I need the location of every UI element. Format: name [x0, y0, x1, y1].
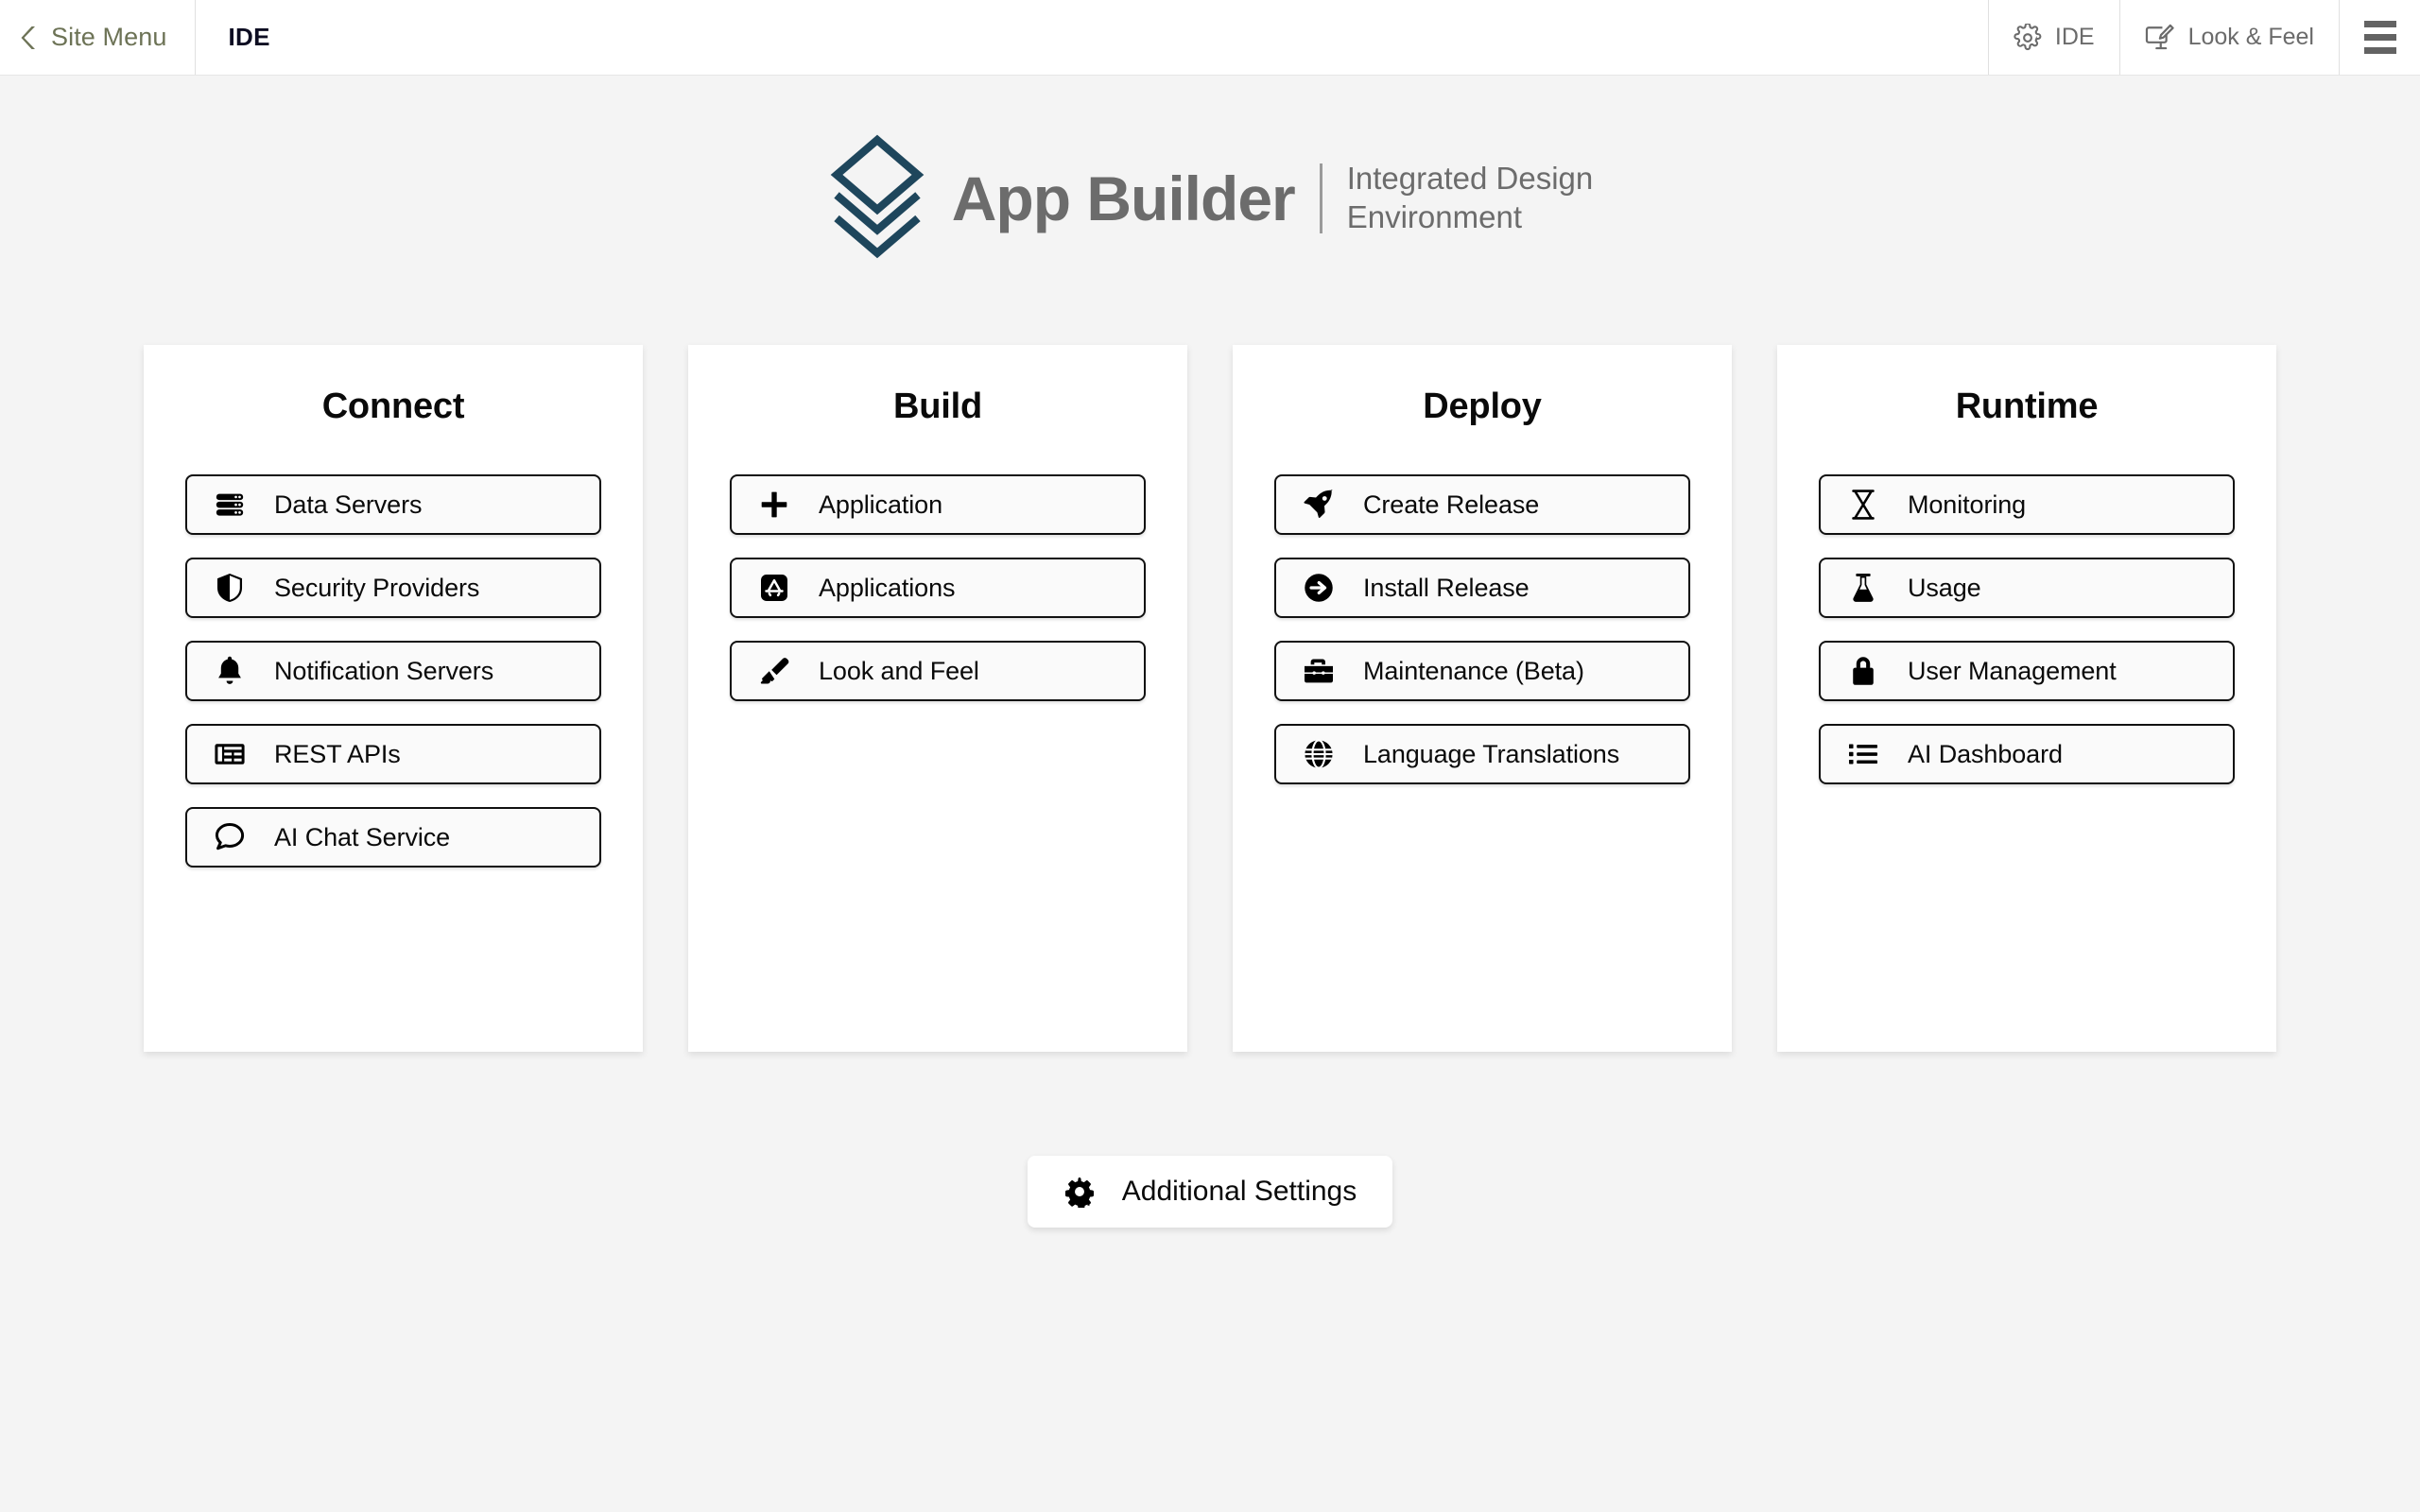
header-action-ide[interactable]: IDE [1987, 0, 2119, 75]
nav-button-ai-dashboard-label: AI Dashboard [1908, 739, 2063, 768]
toolbox-icon [1301, 653, 1337, 689]
nav-button-maintenance-beta-label: Maintenance (Beta) [1363, 656, 1584, 685]
card-build: Build Application [688, 345, 1187, 1052]
nav-button-usage[interactable]: Usage [1819, 558, 2235, 618]
card-runtime: Runtime Monitoring [1777, 345, 2276, 1052]
stacked-layers-logo [827, 134, 927, 262]
plus-icon [756, 487, 792, 523]
hamburger-menu-icon[interactable] [2339, 0, 2420, 75]
additional-settings-label: Additional Settings [1121, 1176, 1357, 1207]
nav-button-monitoring-label: Monitoring [1908, 490, 2027, 519]
brand-text: App Builder Integrated Design Environmen… [952, 160, 1594, 236]
arrow-right-circle-icon [1301, 570, 1337, 606]
nav-button-create-release-label: Create Release [1363, 490, 1540, 519]
server-icon [212, 487, 248, 523]
footer-actions: Additional Settings [0, 1156, 2420, 1228]
shield-icon [212, 570, 248, 606]
app-title: IDE [228, 23, 270, 51]
rocket-icon [1301, 487, 1337, 523]
gear-icon [2014, 23, 2042, 52]
nav-button-maintenance-beta[interactable]: Maintenance (Beta) [1274, 641, 1690, 701]
brand-logo-block: App Builder Integrated Design Environmen… [0, 134, 2420, 262]
card-title-runtime: Runtime [1955, 387, 2099, 426]
nav-button-monitoring[interactable]: Monitoring [1819, 474, 2235, 535]
card-title-connect: Connect [321, 387, 465, 426]
header-action-look-and-feel[interactable]: Look & Feel [2118, 0, 2339, 75]
brand-divider [1319, 163, 1322, 233]
nav-button-ai-dashboard[interactable]: AI Dashboard [1819, 724, 2235, 784]
header-action-ide-label: IDE [2054, 24, 2095, 50]
nav-button-notification-servers[interactable]: Notification Servers [185, 641, 601, 701]
nav-button-application[interactable]: Application [730, 474, 1146, 535]
flask-icon [1845, 570, 1881, 606]
card-connect-items: Data Servers Security Providers [185, 474, 601, 868]
globe-icon [1301, 736, 1337, 772]
site-menu-label: Site Menu [51, 23, 167, 51]
category-card-grid: Connect Data Servers [0, 345, 2420, 1052]
lock-icon [1845, 653, 1881, 689]
nav-button-ai-chat-service-label: AI Chat Service [274, 822, 451, 851]
nav-button-install-release[interactable]: Install Release [1274, 558, 1690, 618]
additional-settings-button[interactable]: Additional Settings [1027, 1156, 1393, 1228]
card-runtime-items: Monitoring Usage [1819, 474, 2235, 784]
brand-name: App Builder [951, 163, 1296, 233]
chevron-left-icon [21, 26, 38, 50]
card-title-build: Build [893, 387, 982, 426]
brand-tagline-line1: Integrated Design [1346, 161, 1594, 197]
nav-button-rest-apis[interactable]: REST APIs [185, 724, 601, 784]
brand-tagline-line2: Environment [1346, 198, 1522, 234]
chat-bubble-icon [212, 819, 248, 855]
site-menu-button[interactable]: Site Menu [0, 0, 197, 75]
nav-button-applications[interactable]: Applications [730, 558, 1146, 618]
monitor-pen-icon [2145, 24, 2175, 52]
nav-button-language-translations[interactable]: Language Translations [1274, 724, 1690, 784]
nav-button-user-management-label: User Management [1908, 656, 2117, 685]
card-deploy-items: Create Release Install Release [1274, 474, 1690, 784]
nav-button-notification-servers-label: Notification Servers [274, 656, 494, 685]
card-build-items: Application Application [730, 474, 1146, 701]
nav-button-data-servers-label: Data Servers [274, 490, 423, 519]
nav-button-look-and-feel-label: Look and Feel [819, 656, 979, 685]
nav-button-applications-label: Applications [819, 573, 956, 602]
hourglass-icon [1845, 487, 1881, 523]
nav-button-look-and-feel[interactable]: Look and Feel [730, 641, 1146, 701]
hamburger-bars [2363, 21, 2396, 54]
paintbrush-icon [756, 653, 792, 689]
card-connect: Connect Data Servers [144, 345, 643, 1052]
table-icon [212, 736, 248, 772]
list-icon [1845, 736, 1881, 772]
header-action-look-and-feel-label: Look & Feel [2187, 24, 2314, 50]
bell-icon [212, 653, 248, 689]
app-store-icon [756, 570, 792, 606]
header-spacer [302, 0, 1988, 75]
gear-filled-icon [1063, 1175, 1098, 1209]
nav-button-security-providers[interactable]: Security Providers [185, 558, 601, 618]
nav-button-usage-label: Usage [1908, 573, 1981, 602]
nav-button-rest-apis-label: REST APIs [274, 739, 401, 768]
card-title-deploy: Deploy [1423, 387, 1542, 426]
nav-button-user-management[interactable]: User Management [1819, 641, 2235, 701]
brand-tagline: Integrated Design Environment [1347, 160, 1594, 236]
nav-button-maintenance-label: Install Release [1363, 573, 1530, 602]
card-deploy: Deploy Create Release In [1233, 345, 1732, 1052]
nav-button-application-label: Application [819, 490, 942, 519]
nav-button-data-servers[interactable]: Data Servers [185, 474, 601, 535]
nav-button-ai-chat-service[interactable]: AI Chat Service [185, 807, 601, 868]
nav-button-language-translations-label: Language Translations [1363, 739, 1620, 768]
nav-button-security-providers-label: Security Providers [274, 573, 480, 602]
top-header-bar: Site Menu IDE IDE Look & Feel [0, 0, 2420, 76]
nav-button-create-release[interactable]: Create Release [1274, 474, 1690, 535]
